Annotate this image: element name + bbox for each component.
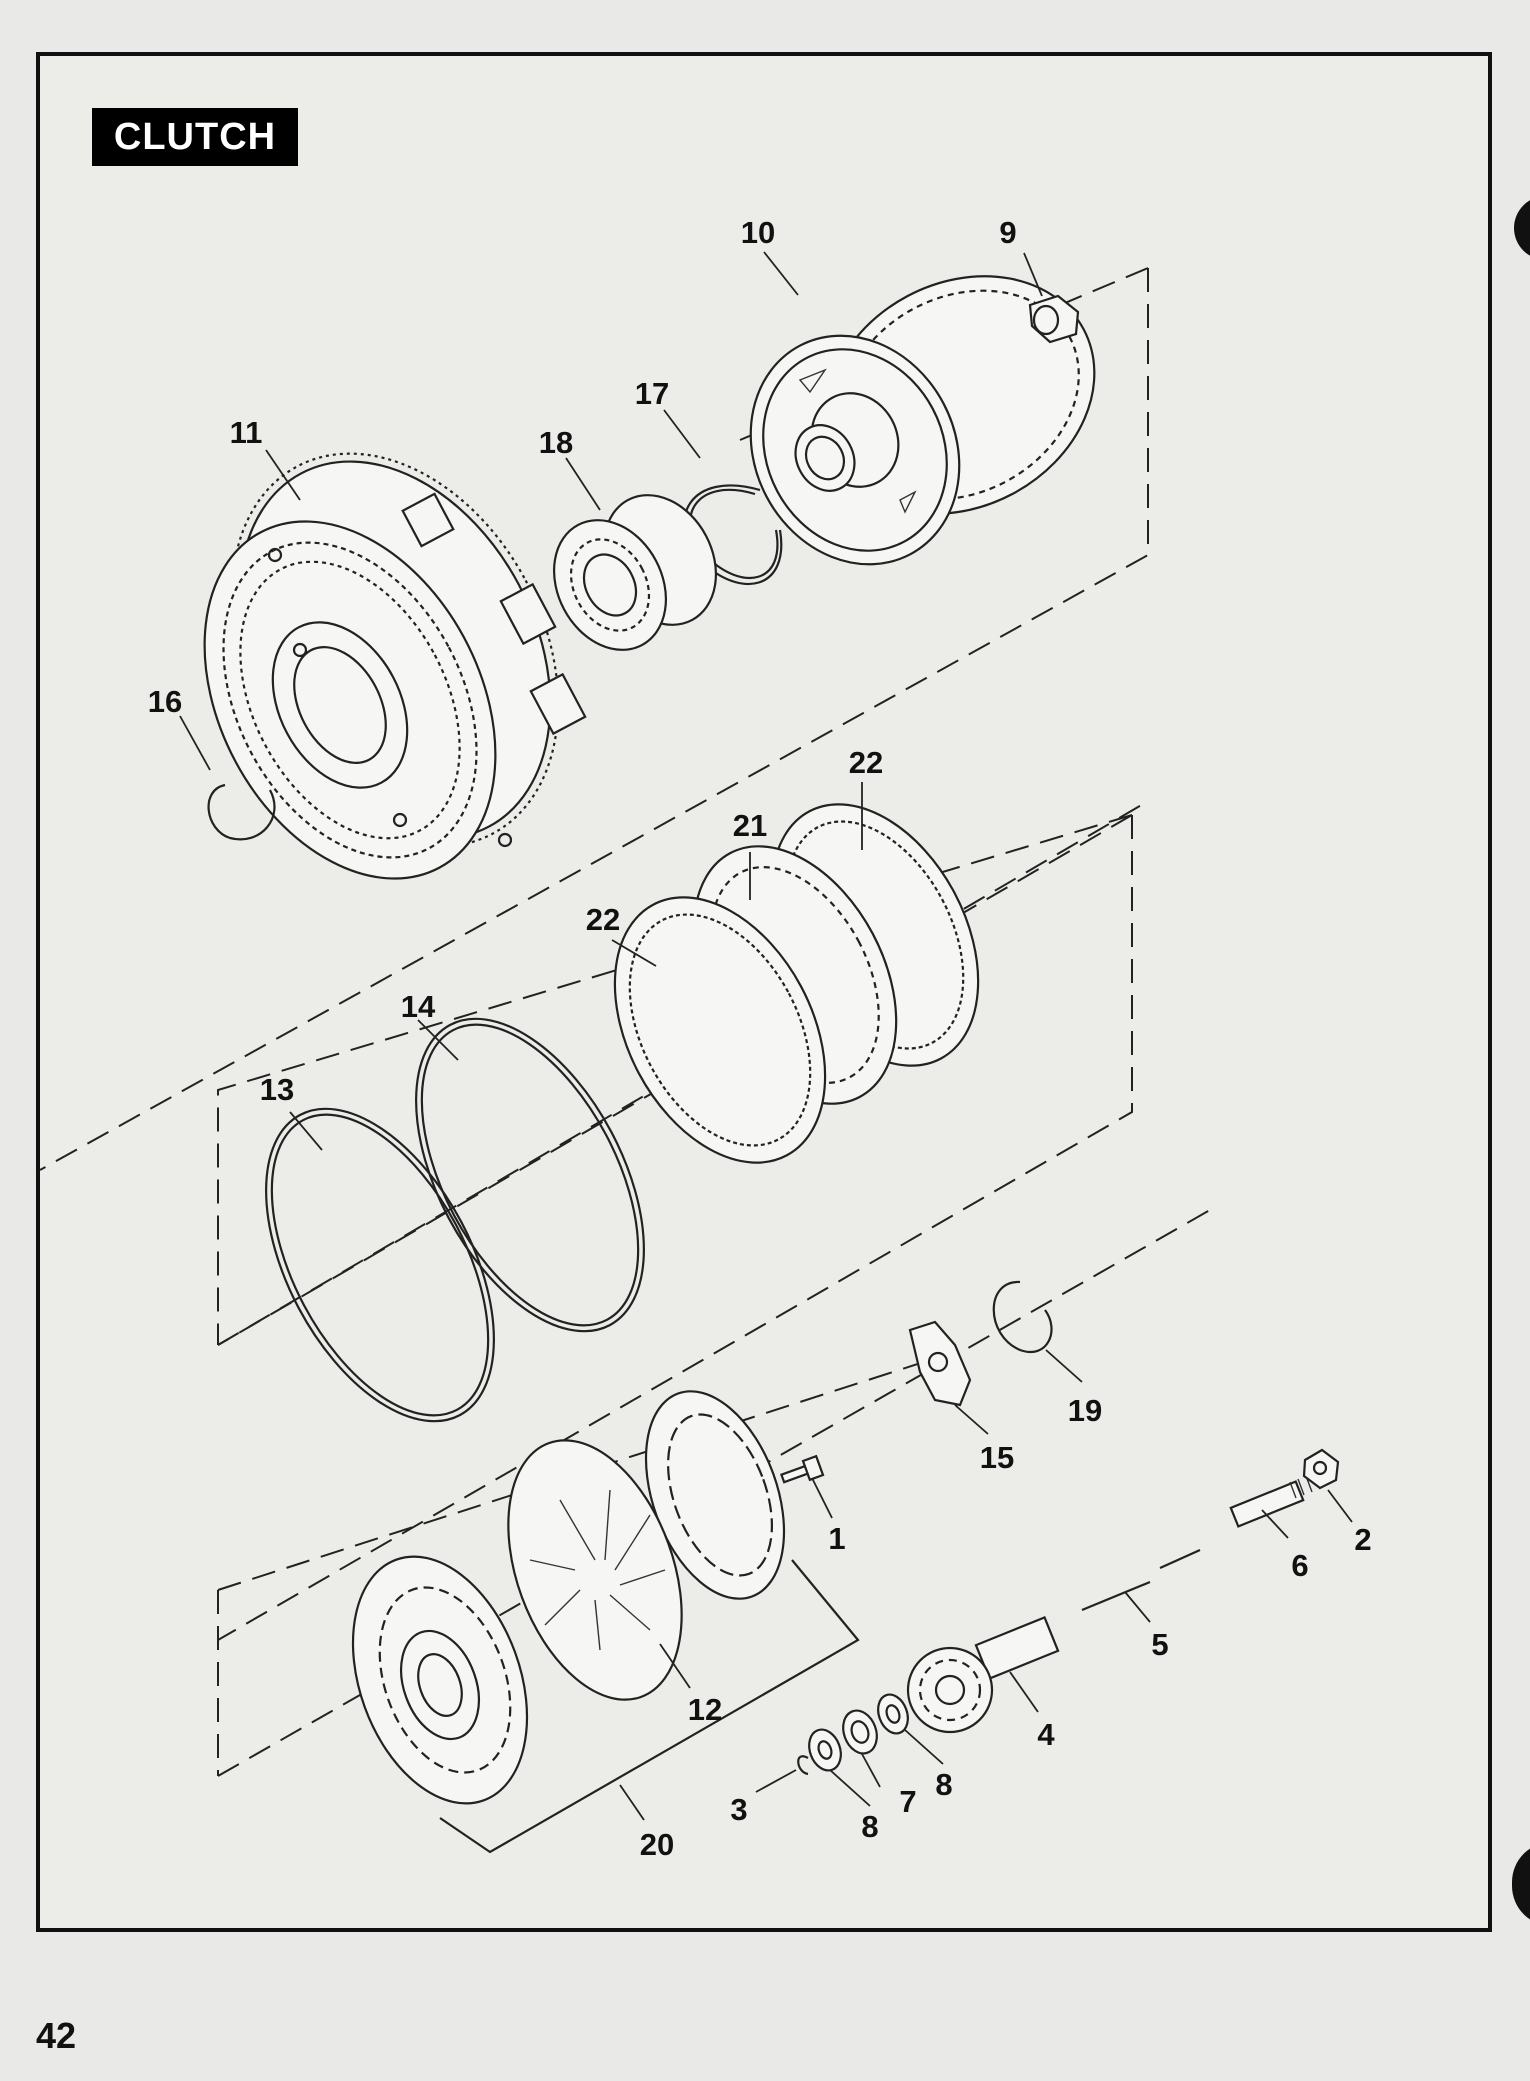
callout-labels: 10 9 17 18 11 16 22 21 22 14 13 19 15 1 … [148, 215, 1372, 1862]
part-washer-8-front [808, 1728, 842, 1772]
callout-1: 1 [828, 1521, 845, 1556]
binding-tab-bottom [1512, 1842, 1530, 1926]
callout-2: 2 [1354, 1522, 1371, 1557]
part-circlip-16 [207, 783, 276, 841]
part-locknut-2 [1302, 1448, 1340, 1490]
callout-8-front: 8 [861, 1809, 878, 1844]
callout-11: 11 [230, 415, 263, 450]
part-friction-plate-22-front [613, 896, 827, 1164]
callout-21: 21 [733, 808, 767, 843]
part-ring-13 [265, 1107, 495, 1423]
page-number: 42 [36, 2015, 77, 2056]
callout-4: 4 [1037, 1717, 1055, 1752]
part-retaining-ring-19 [992, 1280, 1053, 1353]
callout-22-front: 22 [586, 902, 620, 937]
assembly-bracket-20 [439, 1559, 860, 1854]
binding-tab-top [1514, 196, 1530, 260]
callout-16: 16 [148, 684, 182, 719]
part-diaphragm-spring-12 [507, 1439, 683, 1701]
callout-7: 7 [899, 1784, 916, 1819]
part-clutch-shell [749, 275, 1096, 566]
callout-8-rear: 8 [935, 1767, 952, 1802]
part-spring-retainer [644, 1390, 786, 1600]
part-thrust-bearing-7 [842, 1709, 878, 1755]
callout-6: 6 [1291, 1548, 1308, 1583]
callout-13: 13 [260, 1072, 294, 1107]
callout-20: 20 [640, 1827, 674, 1862]
callout-9: 9 [999, 215, 1016, 250]
part-pushrod-5 [1081, 1548, 1201, 1612]
section-title: CLUTCH [92, 108, 298, 166]
callout-22-rear: 22 [849, 745, 883, 780]
part-screw-1 [780, 1454, 825, 1484]
part-pressure-plate-20 [351, 1555, 529, 1805]
callout-15: 15 [980, 1440, 1014, 1475]
callout-3: 3 [730, 1792, 747, 1827]
part-washer-8-rear [877, 1693, 909, 1735]
callout-17: 17 [635, 376, 669, 411]
part-nut-9 [1028, 294, 1080, 344]
callout-19: 19 [1068, 1393, 1102, 1428]
callout-18: 18 [539, 425, 573, 460]
part-clutch-basket-11 [203, 452, 587, 880]
part-release-ramp-4 [906, 1616, 1060, 1734]
callout-14: 14 [401, 989, 436, 1024]
part-adjuster-plate-15 [908, 1320, 972, 1407]
part-clip-3 [797, 1755, 809, 1776]
part-bearing-18 [552, 494, 718, 651]
part-adjusting-screw-6 [1229, 1472, 1321, 1528]
callout-5: 5 [1151, 1627, 1168, 1662]
part-ring-14 [415, 1017, 645, 1333]
callout-leader-lines [179, 251, 1353, 1821]
callout-10: 10 [741, 215, 775, 250]
callout-12: 12 [688, 1692, 722, 1727]
